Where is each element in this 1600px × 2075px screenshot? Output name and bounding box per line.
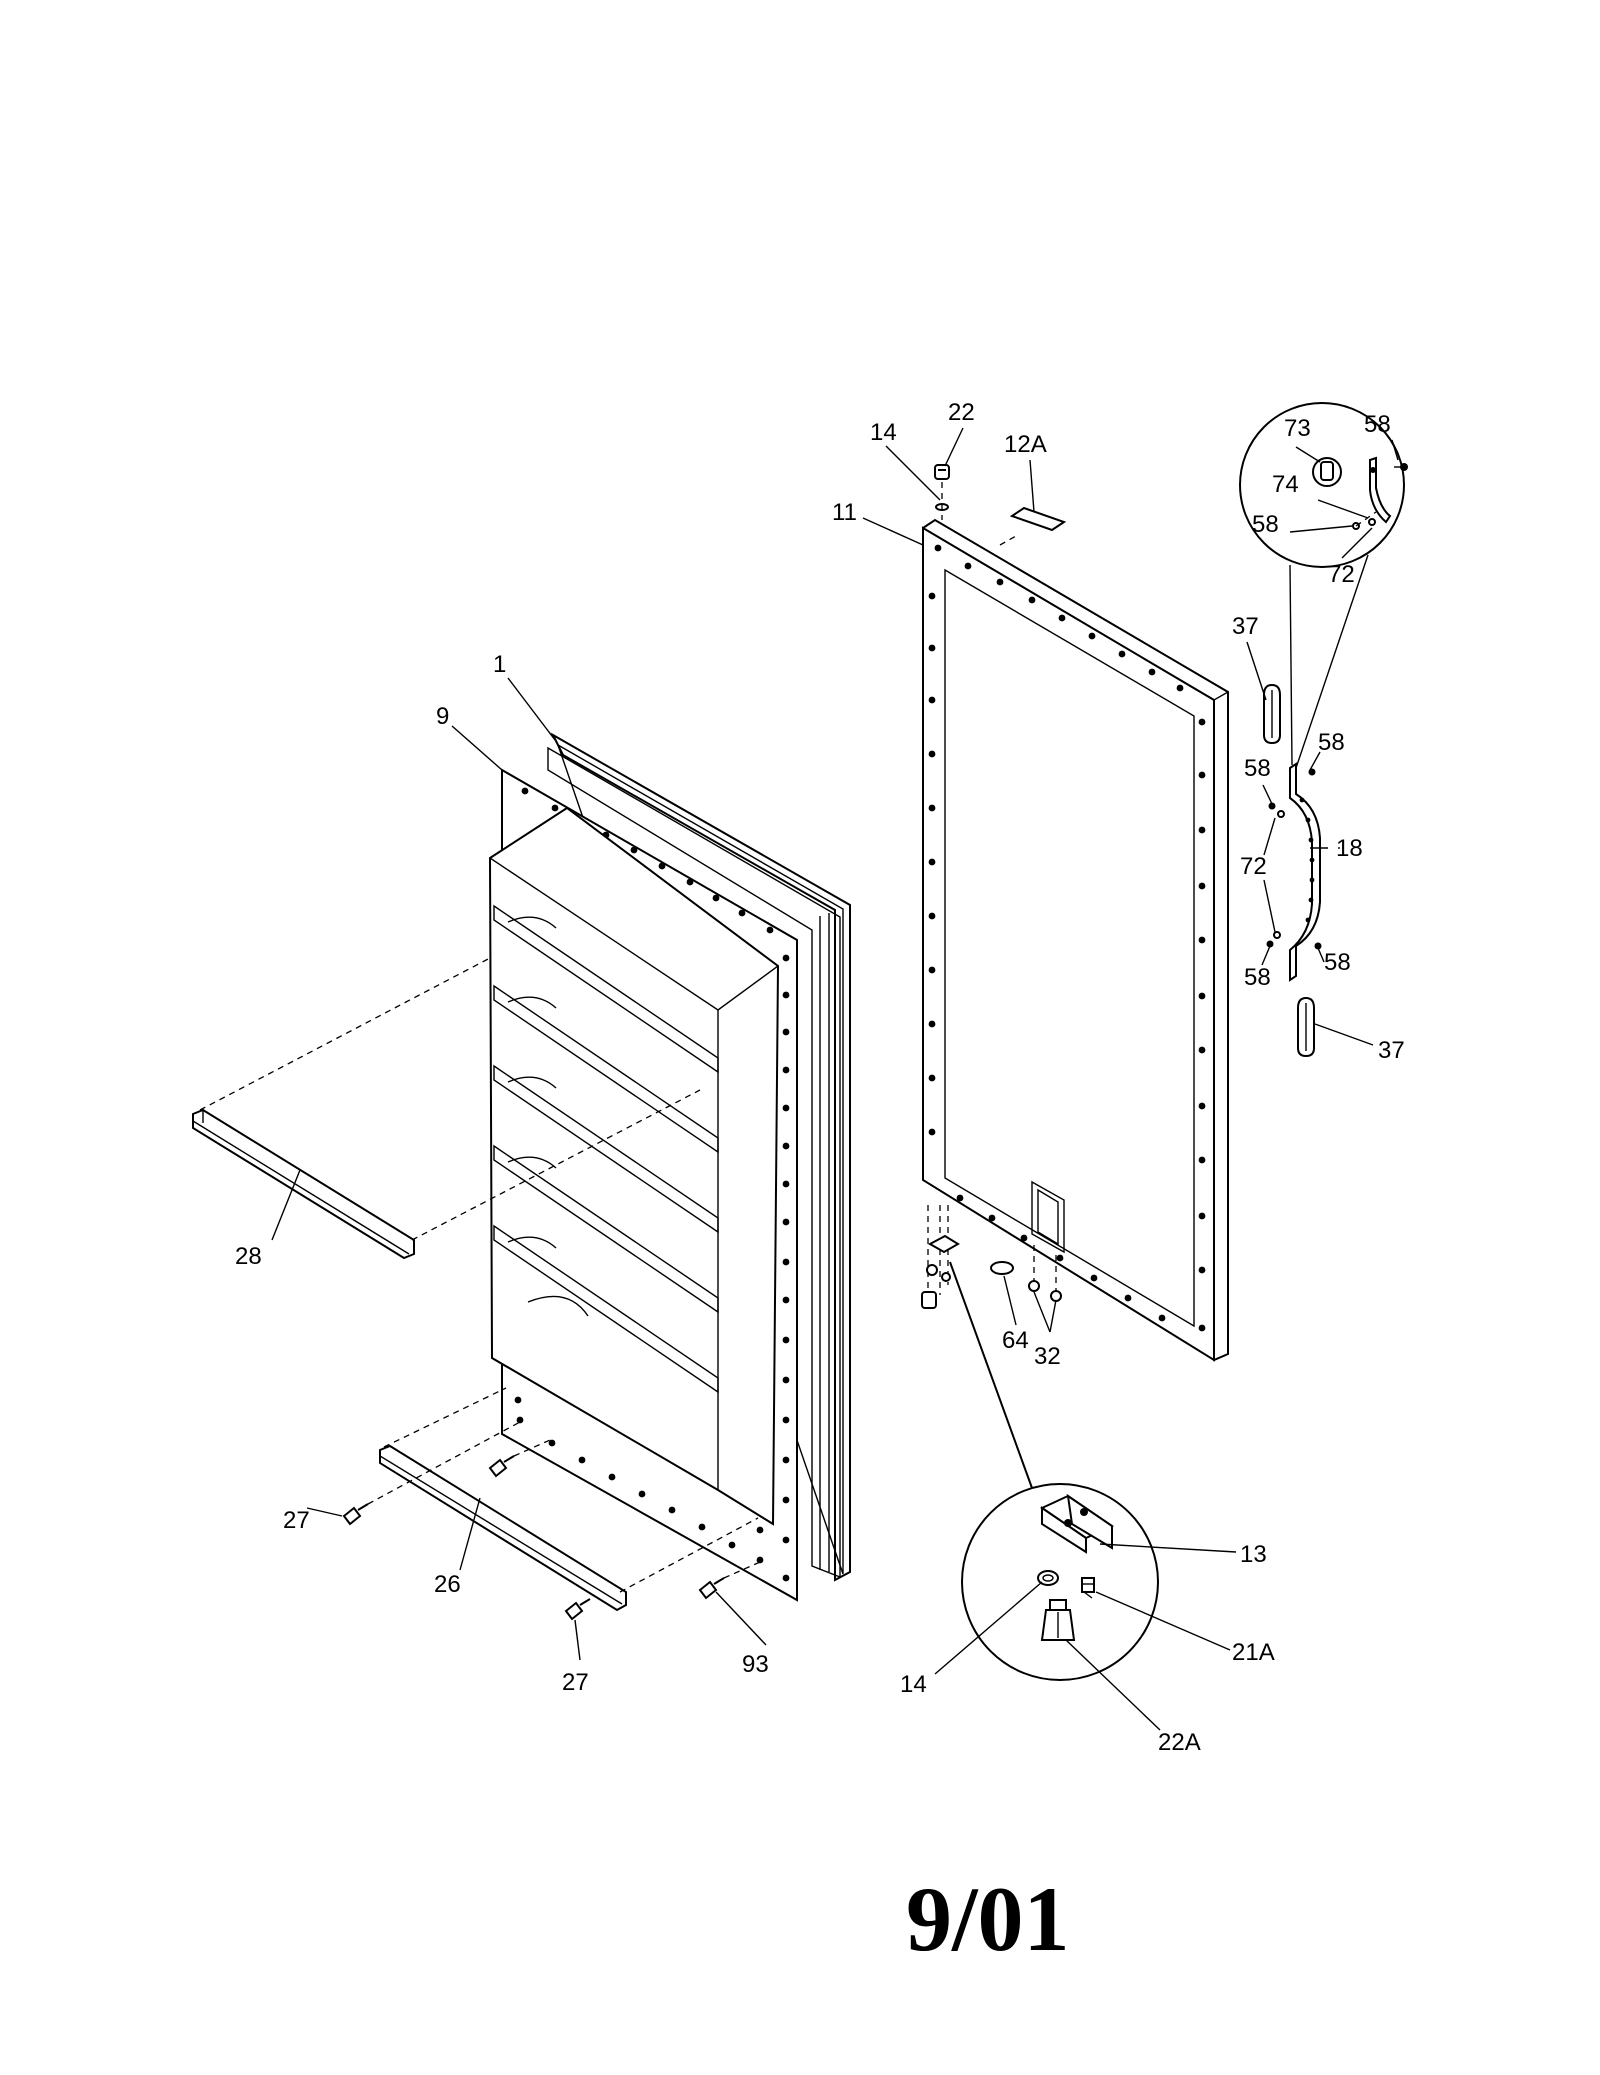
door-handle-part-18 xyxy=(1289,762,1321,982)
callout-28: 28 xyxy=(235,1243,262,1270)
callout-37-top: 37 xyxy=(1232,613,1259,640)
handle-endcap-part-37-bottom xyxy=(1297,996,1315,1058)
callout-26: 26 xyxy=(434,1571,461,1598)
hinge-bracket-part-13 xyxy=(1039,1493,1115,1554)
handle-spacers-part-72 xyxy=(1273,810,1285,939)
callout-14-top: 14 xyxy=(870,419,897,446)
hinge-detail-circle xyxy=(949,1261,1159,1681)
callout-9: 9 xyxy=(436,703,449,730)
callout-58-upper-left: 58 xyxy=(1244,755,1271,782)
callout-93: 93 xyxy=(742,1651,769,1678)
callout-58-detail-left: 58 xyxy=(1252,511,1279,538)
label-part-12A xyxy=(999,506,1067,546)
door-panel-part-11 xyxy=(921,518,1230,1362)
callout-27-bottom: 27 xyxy=(562,1669,589,1696)
washer-part-14-detail xyxy=(1037,1570,1059,1586)
callout-21A: 21A xyxy=(1232,1639,1275,1666)
hinge-pin-part-22A xyxy=(1040,1599,1076,1641)
callout-58-upper-right: 58 xyxy=(1318,729,1345,756)
door-shelf-bar-part-26 xyxy=(379,1444,627,1612)
bottom-hinge-hardware xyxy=(921,1205,1062,1309)
handle-screws-part-58 xyxy=(1266,768,1322,950)
callout-12A: 12A xyxy=(1004,431,1047,458)
washer-part-14-top xyxy=(935,482,949,520)
callout-13: 13 xyxy=(1240,1541,1267,1568)
date-code: 9/01 xyxy=(906,1868,1070,1970)
push-rivet-part-27-bottom xyxy=(564,1598,591,1621)
screw-part-21A xyxy=(1081,1577,1095,1599)
callout-1: 1 xyxy=(493,651,506,678)
callout-22A: 22A xyxy=(1158,1729,1201,1756)
callout-labels: 1 9 11 12A 13 14 14 18 21A 22 22A 26 27 … xyxy=(235,399,1405,1756)
callout-37-bottom: 37 xyxy=(1378,1037,1405,1064)
callout-18: 18 xyxy=(1336,835,1363,862)
callout-11: 11 xyxy=(832,499,857,526)
push-rivet-part-27-center xyxy=(488,1455,515,1478)
screw-part-93 xyxy=(698,1577,725,1600)
door-shelf-bar-part-28 xyxy=(192,1108,415,1260)
callout-74: 74 xyxy=(1272,471,1299,498)
door-liner-part-9 xyxy=(488,768,798,1602)
handle-endcap-part-37-top xyxy=(1263,683,1281,745)
alignment-lines-left xyxy=(199,957,761,1593)
callout-72-detail: 72 xyxy=(1328,561,1355,588)
push-rivet-part-27-left xyxy=(342,1503,369,1526)
door-gasket-part-1 xyxy=(547,732,851,1582)
handle-detail-circle xyxy=(1239,402,1408,769)
callout-73: 73 xyxy=(1284,415,1311,442)
callout-27-left: 27 xyxy=(283,1507,310,1534)
callout-58-detail-top: 58 xyxy=(1364,411,1391,438)
callout-32: 32 xyxy=(1034,1343,1061,1370)
callout-58-lower-right: 58 xyxy=(1324,949,1351,976)
callout-14-detail: 14 xyxy=(900,1671,927,1698)
callout-58-lower-left: 58 xyxy=(1244,964,1271,991)
hinge-pin-part-22-top xyxy=(934,464,950,480)
leader-lines xyxy=(271,427,1399,1731)
callout-22: 22 xyxy=(948,399,975,426)
insert-part-73 xyxy=(1312,457,1342,487)
callout-72-left: 72 xyxy=(1240,853,1267,880)
callout-64: 64 xyxy=(1002,1327,1029,1354)
